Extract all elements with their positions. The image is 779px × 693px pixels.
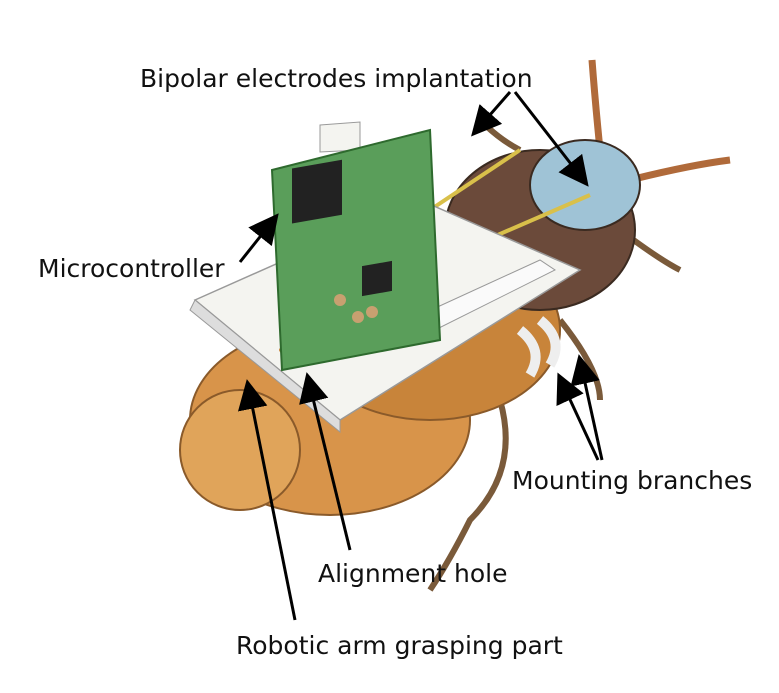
label-microcontroller: Microcontroller [38, 254, 225, 283]
antenna [629, 156, 731, 184]
label-alignment-hole: Alignment hole [318, 559, 508, 588]
mounting-branch [536, 316, 561, 368]
chip [292, 159, 342, 224]
antenna [588, 59, 604, 151]
chip [362, 260, 392, 297]
label-robotic-arm: Robotic arm grasping part [236, 631, 563, 660]
pointer-arrows [237, 91, 604, 621]
label-electrodes: Bipolar electrodes implantation [140, 64, 533, 93]
head [529, 139, 641, 231]
microcontroller-board [270, 128, 442, 372]
label-mounting-branches: Mounting branches [512, 466, 753, 495]
mounting-branch [516, 326, 541, 378]
